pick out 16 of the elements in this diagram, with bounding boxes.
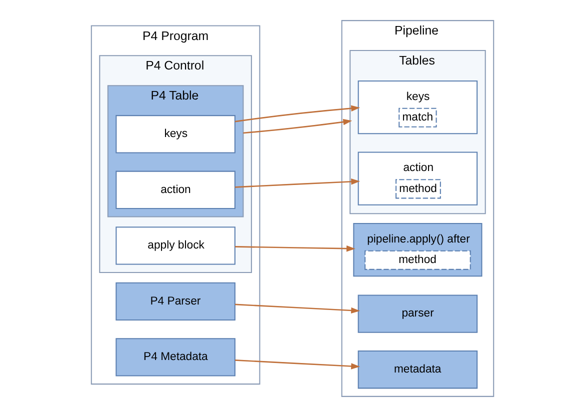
node-box: apply block <box>116 226 236 265</box>
node-box: metadata <box>358 350 478 389</box>
arrow <box>234 105 360 122</box>
node-box: action <box>116 170 236 210</box>
arrow <box>234 360 360 370</box>
node-box: P4 Parser <box>116 282 236 321</box>
node-box: keys <box>116 115 236 154</box>
node-box: action method <box>358 152 478 206</box>
node-box: parser <box>358 294 478 333</box>
arrow <box>243 118 352 134</box>
arrow <box>234 304 360 314</box>
node-box: P4 Metadata <box>116 338 236 376</box>
node-box: pipeline.apply() after method <box>353 222 482 277</box>
node-box: keys match <box>358 80 478 134</box>
arrow <box>234 178 360 188</box>
arrow <box>235 245 356 252</box>
